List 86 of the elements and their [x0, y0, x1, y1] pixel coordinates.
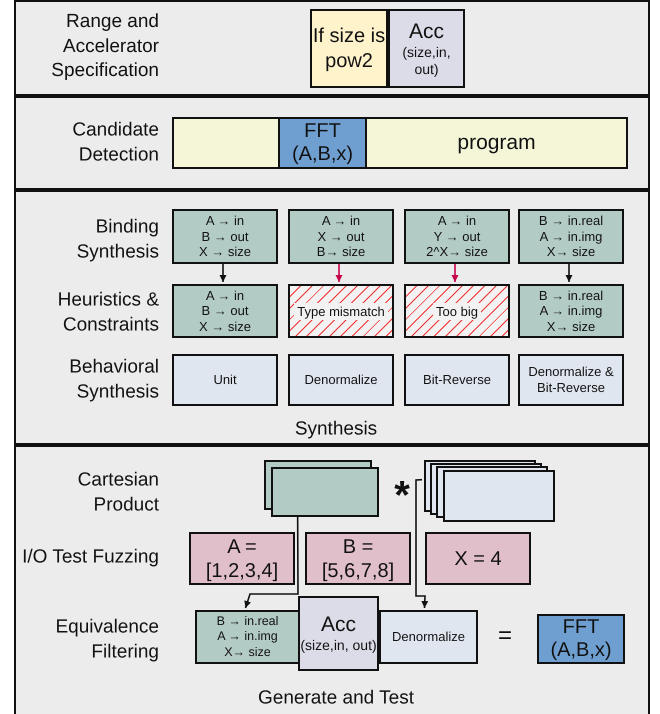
- binding-box: [195, 610, 300, 664]
- arrow: [336, 262, 342, 282]
- box-text: A → in.img: [540, 303, 602, 319]
- box-text: B = [5,6,7,8]: [320, 534, 396, 582]
- behavior-box: [172, 354, 278, 406]
- row-label: Range and Accelerator Specification: [50, 10, 159, 84]
- box-text: X→ size: [546, 318, 596, 334]
- row-label: Binding Synthesis: [76, 215, 159, 264]
- rejected-box: [404, 284, 510, 338]
- box-text: If size is pow2: [312, 24, 386, 74]
- box-text: 2^X→ size: [426, 244, 488, 260]
- box-text: X → out: [318, 228, 364, 244]
- rejected-box: [288, 284, 394, 338]
- arrow: [244, 515, 299, 608]
- box-text: B → in.real: [216, 614, 278, 630]
- box-text: Denormalize & Bit-Reverse: [527, 364, 615, 396]
- box-text: A → in.img: [540, 228, 602, 244]
- function-box: [537, 614, 625, 664]
- binding-box: [172, 284, 278, 338]
- row-label: Equivalence Filtering: [54, 615, 159, 664]
- behavior-box: [518, 354, 624, 406]
- box-text: Acc: [320, 613, 356, 638]
- section-panel: [14, 0, 650, 96]
- row-label: I/O Test Fuzzing: [21, 546, 159, 570]
- box-text: Acc: [408, 20, 444, 44]
- box-text: A → in.img: [217, 629, 278, 645]
- box-text: B → in.real: [538, 288, 604, 304]
- box-text: A → in: [206, 213, 244, 229]
- function-box: [278, 117, 367, 169]
- test-input-box: [189, 532, 295, 585]
- section-panel: [14, 445, 650, 714]
- box-text: X → size: [198, 244, 251, 260]
- row-label: Cartesian Product: [76, 468, 159, 517]
- arrow: [220, 262, 226, 282]
- box-text: B→ size: [316, 244, 366, 260]
- accelerator-box: [298, 596, 379, 671]
- box-text: X = 4: [454, 546, 502, 570]
- box-text: B → in.real: [538, 213, 604, 229]
- box-text: X → size: [198, 318, 251, 334]
- box-text: program: [457, 131, 536, 155]
- box-text: A = [1,2,3,4]: [204, 534, 280, 582]
- arrow: [415, 478, 428, 608]
- box-text: Bit-Reverse: [423, 372, 491, 388]
- behavior-box: [288, 354, 394, 406]
- test-input-box: [305, 532, 411, 585]
- box-text: Too big: [433, 302, 481, 320]
- box-text: Type mismatch: [294, 302, 388, 320]
- test-input-box: [425, 532, 531, 585]
- binding-box: [404, 209, 510, 264]
- box-text: Denormalize: [304, 372, 378, 388]
- arrow: [452, 262, 458, 282]
- program-bar: [172, 117, 628, 169]
- box-text: B → out: [202, 303, 248, 319]
- box-text: (size,in, out): [401, 44, 452, 77]
- binding-box: [172, 209, 278, 264]
- binding-box: [518, 284, 624, 338]
- section-caption: Generate and Test: [257, 686, 415, 711]
- arrow: [566, 262, 572, 282]
- box-text: X→ size: [224, 644, 271, 660]
- box-text: Y → out: [434, 228, 480, 244]
- box-text: Unit: [213, 372, 237, 388]
- row-label: Behavioral Synthesis: [68, 355, 159, 404]
- accelerator-box: [388, 9, 465, 88]
- card-stack: [264, 460, 379, 517]
- box-text: X→ size: [546, 244, 596, 260]
- box-text: Denormalize: [392, 629, 465, 645]
- card-stack: [424, 460, 555, 522]
- behavior-box: [379, 610, 478, 664]
- binding-box: [288, 209, 394, 264]
- box-text: A → in: [322, 213, 360, 229]
- box-text: A → in: [206, 288, 244, 304]
- section-caption: Synthesis: [294, 418, 378, 442]
- row-label: Heuristics & Constraints: [56, 288, 159, 337]
- row-label: Candidate Detection: [71, 118, 159, 167]
- box-text: (size,in, out): [300, 637, 377, 654]
- box-text: FFT (A,B,x): [290, 120, 354, 166]
- binding-box: [518, 209, 624, 264]
- behavior-box: [404, 354, 510, 406]
- box-text: B → out: [202, 228, 248, 244]
- section-panel: [14, 190, 650, 445]
- operator-symbol: *: [394, 474, 410, 518]
- condition-box: [310, 9, 388, 88]
- operator-symbol: =: [498, 622, 512, 650]
- box-text: A → in: [438, 213, 476, 229]
- box-text: FFT (A,B,x): [549, 616, 613, 662]
- section-panel: [14, 96, 650, 190]
